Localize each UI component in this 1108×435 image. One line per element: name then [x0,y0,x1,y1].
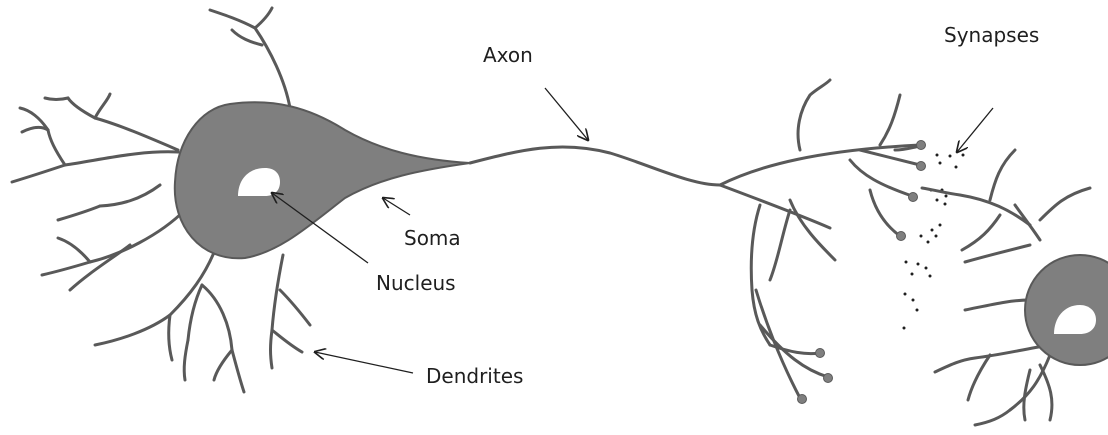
label-axon: Axon [483,43,533,67]
arrow-synapses [957,108,993,152]
synapse-dots [903,154,965,330]
label-dendrites: Dendrites [426,364,523,388]
arrow-soma [383,198,410,215]
axon-terminals [751,80,920,398]
label-synapses: Synapses [944,23,1039,47]
terminal-knobs [798,141,926,404]
arrow-axon [545,88,588,140]
label-nucleus: Nucleus [376,271,456,295]
axon-fiber [470,145,920,228]
arrow-dendrites [315,352,413,373]
label-arrows [272,88,993,373]
label-soma: Soma [404,226,461,250]
